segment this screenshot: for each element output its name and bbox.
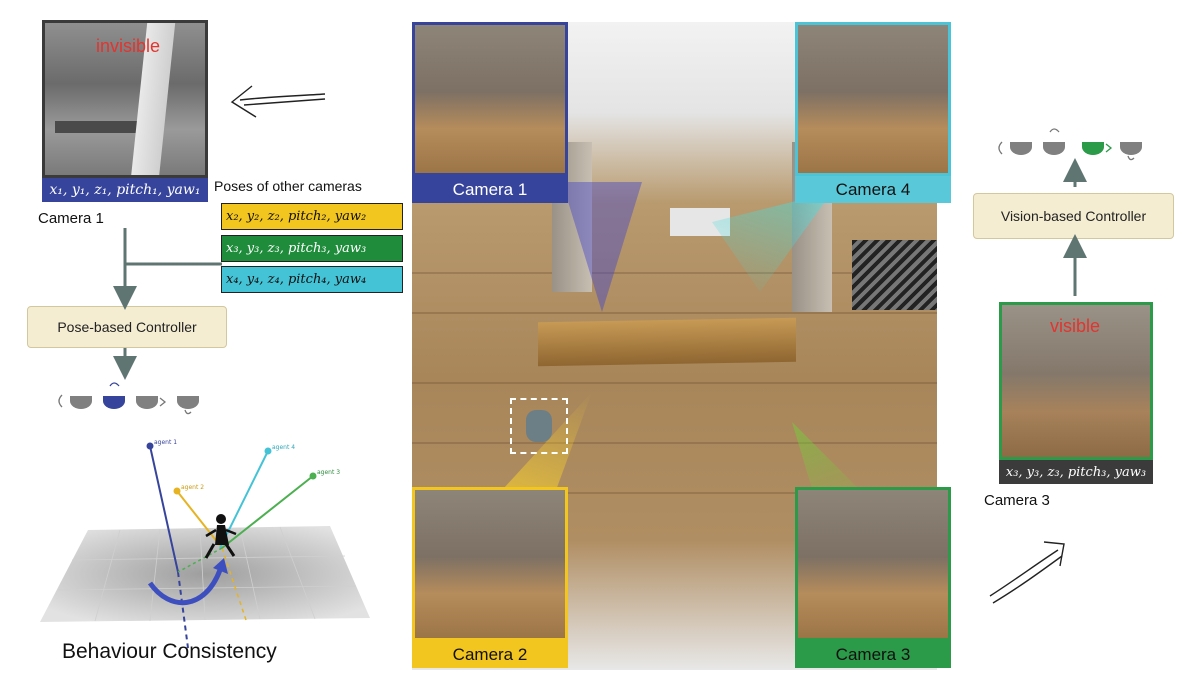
agent3-label: agent 3	[317, 469, 340, 476]
target-person-icon	[204, 514, 237, 559]
camera-actions-icon-left	[58, 382, 199, 415]
camera1-label-center: Camera 1	[412, 176, 568, 203]
pose-camera4: x₄, y₄, z₄, pitch₄, yaw₄	[221, 266, 403, 293]
camera4-view	[795, 22, 951, 176]
poses-title: Poses of other cameras	[214, 178, 362, 194]
camera1-label: Camera 1	[38, 210, 104, 227]
vision-based-controller: Vision-based Controller	[973, 193, 1174, 239]
pose-based-controller: Pose-based Controller	[27, 306, 227, 348]
camera4-label-center: Camera 4	[795, 176, 951, 203]
invisible-label: invisible	[96, 36, 161, 56]
pose-camera3: x₃, y₃, z₃, pitch₃, yaw₃	[221, 235, 403, 262]
agent2-label: agent 2	[181, 484, 204, 491]
camera3-view	[795, 487, 951, 641]
agent1-label: agent 1	[154, 439, 177, 446]
camera2-label-center: Camera 2	[412, 641, 568, 668]
camera2-view	[412, 487, 568, 641]
sketch-arrow-right-icon	[989, 541, 1065, 604]
camera3-label-center: Camera 3	[795, 641, 951, 668]
connector-arrows-left	[113, 228, 222, 380]
visible-label: visible	[1050, 316, 1101, 336]
pose-camera2: x₂, y₂, z₂, pitch₂, yaw₂	[221, 203, 403, 230]
target-bounding-box	[510, 398, 568, 454]
camera1-pose: x₁, y₁, z₁, pitch₁, yaw₁	[42, 178, 208, 202]
sketch-arrow-left-icon	[230, 85, 326, 118]
camera1-view-image	[42, 20, 208, 178]
behaviour-consistency-title: Behaviour Consistency	[62, 640, 277, 663]
camera1-view	[412, 22, 568, 176]
camera3-pose: x₃, y₃, z₃, pitch₃, yaw₃	[999, 460, 1153, 484]
camera3-label: Camera 3	[984, 492, 1050, 509]
camera-actions-icon-right	[998, 128, 1142, 161]
behaviour-consistency-diagram: agent 1 agent 2 agent 4 agent 3	[40, 439, 370, 649]
camera3-view-image	[999, 302, 1153, 460]
agent4-label: agent 4	[272, 444, 295, 451]
